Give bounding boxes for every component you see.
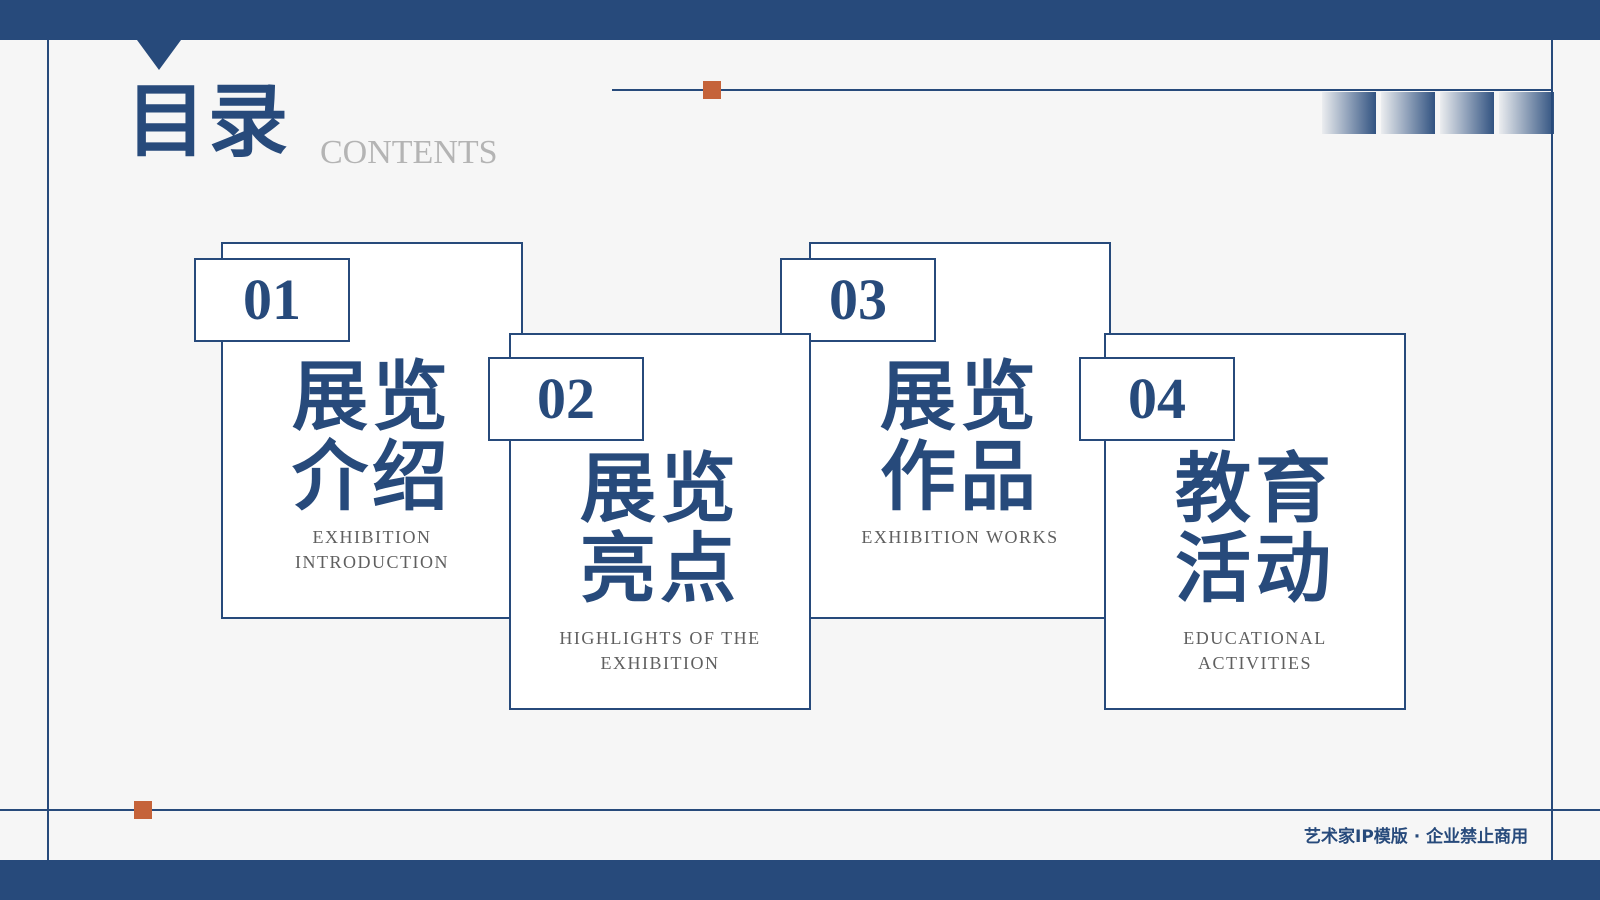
- top-bar: [0, 0, 1600, 40]
- bottom-frame-line: [0, 809, 1600, 811]
- card-title-line2: 亮点: [580, 524, 740, 613]
- toc-number-01: 01: [194, 258, 350, 342]
- toc-card-01[interactable]: 展览 介绍 EXHIBITION INTRODUCTION: [221, 242, 523, 619]
- card-title-line2: 作品: [880, 432, 1040, 521]
- toc-number-04: 04: [1079, 357, 1235, 441]
- card-subtitle-line2: INTRODUCTION: [295, 552, 449, 572]
- card-subtitle-line1: HIGHLIGHTS OF THE: [559, 628, 761, 648]
- card-title-line1: 展览: [580, 444, 740, 533]
- card-subtitle-line2: EXHIBITION: [600, 653, 720, 673]
- card-subtitle-line1: EDUCATIONAL: [1183, 628, 1327, 648]
- card-title-line1: 展览: [880, 352, 1040, 441]
- gradient-block: [1499, 92, 1554, 134]
- card-subtitle-line1: EXHIBITION WORKS: [861, 527, 1059, 547]
- right-frame-line: [1551, 40, 1553, 860]
- triangle-marker-icon: [137, 40, 181, 70]
- toc-number-03: 03: [780, 258, 936, 342]
- gradient-block: [1322, 92, 1376, 134]
- card-subtitle-line1: EXHIBITION: [312, 527, 432, 547]
- page-subtitle: CONTENTS: [320, 134, 498, 171]
- toc-card-02[interactable]: 展览 亮点 HIGHLIGHTS OF THE EXHIBITION: [509, 333, 811, 710]
- page-title: 目录: [126, 75, 290, 168]
- top-right-line: [612, 89, 1552, 91]
- card-title-line1: 教育: [1175, 444, 1335, 533]
- footer-note: 艺术家IP模版 · 企业禁止商用: [1304, 827, 1529, 847]
- card-subtitle-line2: ACTIVITIES: [1198, 653, 1312, 673]
- card-title-line2: 活动: [1175, 524, 1335, 613]
- left-frame-line: [47, 40, 49, 860]
- toc-number-02: 02: [488, 357, 644, 441]
- card-title-line1: 展览: [292, 352, 452, 441]
- gradient-blocks: [1322, 92, 1554, 134]
- gradient-block: [1381, 92, 1435, 134]
- card-title-line2: 介绍: [292, 432, 452, 521]
- orange-square-top: [703, 81, 721, 99]
- bottom-bar: [0, 860, 1600, 900]
- gradient-block: [1440, 92, 1494, 134]
- orange-square-bottom: [134, 801, 152, 819]
